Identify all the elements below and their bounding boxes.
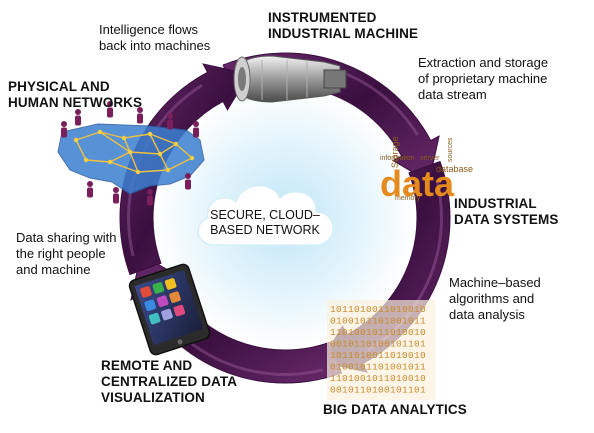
word-cloud-term: memory xyxy=(395,195,421,202)
binary-row: 1011010011010010 xyxy=(330,304,426,315)
word-cloud-term: server xyxy=(420,155,440,162)
network-node xyxy=(97,129,103,135)
binary-row: 1011010011010010 xyxy=(330,350,426,361)
person-figure xyxy=(61,121,67,138)
word-cloud-term: sources xyxy=(447,137,454,162)
network-node xyxy=(157,151,163,157)
data-word-cloud: Storage database information server sources m… xyxy=(380,136,473,204)
caption-sharing: Data sharing with the right people and m… xyxy=(16,230,117,277)
person-figure xyxy=(107,101,113,118)
person-figure xyxy=(137,107,143,124)
word-cloud-term: information xyxy=(380,155,415,162)
network-link xyxy=(99,131,131,153)
binary-row: 0100101101001011 xyxy=(330,316,426,327)
network-link xyxy=(129,151,161,155)
binary-row: 0010110100101101 xyxy=(330,339,426,350)
network-link xyxy=(149,133,161,155)
stage-label-visualization: REMOTE AND CENTRALIZED DATA VISUALIZATIO… xyxy=(101,358,238,405)
stage-label-analytics: BIG DATA ANALYTICS xyxy=(323,402,467,417)
person-figure xyxy=(185,173,191,190)
stage-label-machine: INSTRUMENTED INDUSTRIAL MACHINE xyxy=(268,10,419,41)
network-link xyxy=(159,143,177,155)
caption-algorithms: Machine–based algorithms and data analys… xyxy=(449,275,541,322)
cloud-label: SECURE, CLOUD– BASED NETWORK xyxy=(210,208,320,237)
binary-data-block: 1011010011010010010010110100101111010010… xyxy=(327,300,435,400)
network-node xyxy=(173,141,179,147)
caption-extraction: Extraction and storage of proprietary ma… xyxy=(418,55,549,102)
network-node xyxy=(189,155,195,161)
network-link xyxy=(109,161,139,173)
binary-background xyxy=(327,300,435,400)
person-figure xyxy=(87,181,93,198)
person-figure xyxy=(193,121,199,138)
word-cloud-term: Storage xyxy=(390,136,400,168)
cycle-arrow xyxy=(130,253,343,384)
word-cloud-term: database xyxy=(436,164,473,174)
binary-row: 1101001011010010 xyxy=(330,327,426,338)
network-link xyxy=(85,159,111,163)
network-link xyxy=(109,151,131,163)
person-figure xyxy=(167,113,173,130)
us-map-shape xyxy=(57,123,205,195)
network-link xyxy=(99,131,125,139)
network-node xyxy=(83,157,89,163)
binary-row: 0010110100101101 xyxy=(330,385,426,396)
cloud-icon xyxy=(197,184,334,246)
network-link xyxy=(129,151,139,173)
network-node xyxy=(73,137,79,143)
network-map xyxy=(57,101,205,206)
network-link xyxy=(167,157,193,171)
stage-label-networks: PHYSICAL AND HUMAN NETWORKS xyxy=(8,79,143,110)
network-link xyxy=(149,133,177,145)
cycle-arrow xyxy=(119,63,250,276)
network-node xyxy=(127,149,133,155)
network-link xyxy=(123,137,131,153)
person-figure xyxy=(113,187,119,204)
network-link xyxy=(75,139,87,161)
jet-engine-icon xyxy=(233,55,347,103)
person-figure xyxy=(75,109,81,126)
network-link xyxy=(175,143,193,159)
network-link xyxy=(159,153,169,171)
network-node xyxy=(135,169,141,175)
data-word: data xyxy=(380,163,455,204)
stage-label-data-systems: INDUSTRIAL DATA SYSTEMS xyxy=(454,196,559,227)
tablet-device xyxy=(128,263,211,356)
binary-row: 0100101101001011 xyxy=(330,362,426,373)
network-node xyxy=(121,135,127,141)
caption-intelligence: Intelligence flows back into machines xyxy=(99,22,211,53)
network-link xyxy=(137,169,169,173)
network-node xyxy=(107,159,113,165)
network-link xyxy=(75,131,101,141)
network-link xyxy=(123,133,151,139)
binary-row: 1101001011010010 xyxy=(330,373,426,384)
network-node xyxy=(165,167,171,173)
network-node xyxy=(147,131,153,137)
person-figure xyxy=(147,189,153,206)
